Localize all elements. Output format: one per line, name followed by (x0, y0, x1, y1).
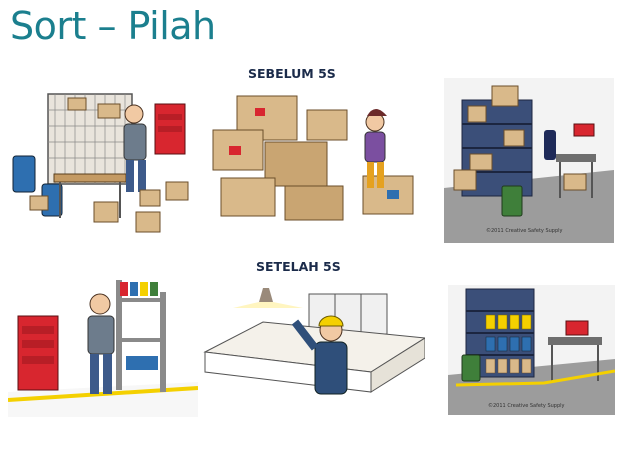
organized-toolcart-icon (8, 272, 198, 417)
before-5s-label: SEBELUM 5S (248, 66, 336, 81)
clean-workstation-icon (203, 268, 425, 413)
cluttered-shelf-icon: ©2011 Creative Safety Supply (444, 78, 614, 243)
copyright-text-2: ©2011 Creative Safety Supply (488, 402, 565, 409)
box-pile-worker-icon (207, 90, 422, 225)
copyright-text-1: ©2011 Creative Safety Supply (486, 227, 563, 234)
after-5s-label: SETELAH 5S (256, 259, 341, 274)
slide-title: Sort – Pilah (10, 4, 216, 48)
cluttered-workshop-icon (10, 90, 200, 240)
organized-shelf-icon: ©2011 Creative Safety Supply (448, 285, 615, 415)
